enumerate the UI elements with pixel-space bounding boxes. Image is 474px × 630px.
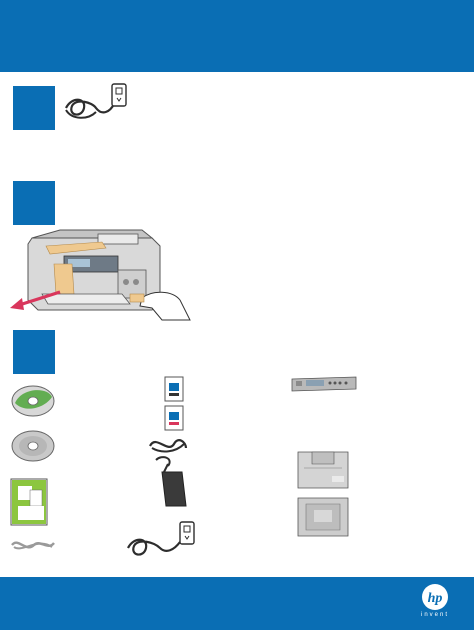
usb-cable-icon: [8, 535, 58, 555]
output-tray-icon: [294, 494, 352, 540]
phone-cord-icon: [62, 80, 132, 128]
ink-cartridge-black-icon: [162, 375, 186, 403]
step-2-marker: [13, 181, 55, 225]
power-supply-icon: [148, 454, 190, 510]
hp-logo: hp: [412, 583, 458, 627]
adf-input-tray-icon: [294, 448, 352, 494]
ink-cartridge-color-icon: [162, 404, 186, 432]
control-panel-overlay-icon: [290, 375, 358, 393]
step-1-marker: [13, 86, 55, 130]
step-3-marker: [13, 330, 55, 374]
setup-poster-icon: [10, 478, 50, 528]
footer-band: [0, 577, 474, 630]
svg-text:hp: hp: [428, 591, 443, 606]
header-band: [0, 0, 474, 72]
phone-cord-bottom-icon: [124, 518, 200, 562]
power-cord-icon: [146, 432, 190, 456]
cd-green-icon: [10, 383, 56, 419]
printer-remove-tape-illustration: [2, 224, 197, 324]
cd-gray-icon: [10, 428, 56, 464]
hp-tagline: invent: [420, 612, 449, 618]
